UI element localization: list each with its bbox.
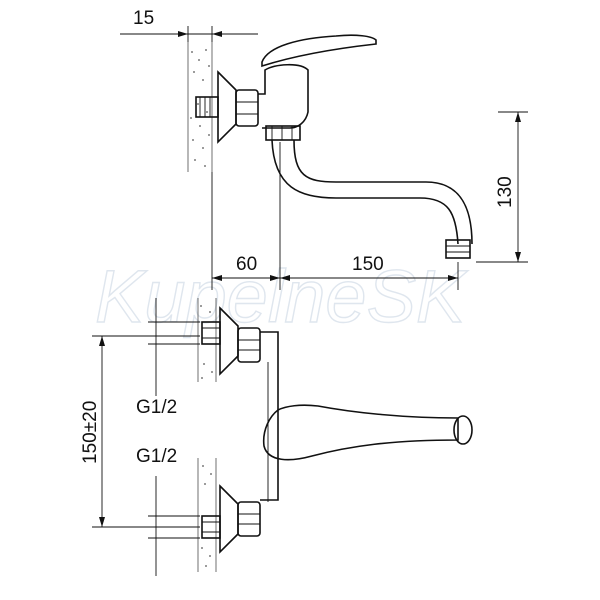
dim-horizontal: 60 150 xyxy=(211,142,459,290)
thread-label-lower: G1/2 xyxy=(136,446,177,467)
dim-label-60: 60 xyxy=(236,254,257,275)
dim-label-150-20: 150±20 xyxy=(80,401,101,464)
dim-spout-height: 130 xyxy=(476,111,528,263)
wall-section-top xyxy=(187,42,213,172)
thread-callouts: G1/2 G1/2 xyxy=(136,298,200,576)
front-view xyxy=(197,298,473,572)
watermark: KupelneSK xyxy=(95,255,469,338)
dim-inlet-spacing: 150±20 xyxy=(80,335,200,528)
lower-inlet xyxy=(201,484,261,554)
dim-label-15: 15 xyxy=(133,8,154,29)
dim-label-150: 150 xyxy=(352,254,384,275)
dim-wall-offset: 15 xyxy=(120,8,258,42)
dim-label-130: 130 xyxy=(495,176,516,208)
upper-inlet xyxy=(201,306,261,376)
thread-label-upper: G1/2 xyxy=(136,397,177,418)
side-view xyxy=(187,34,473,259)
